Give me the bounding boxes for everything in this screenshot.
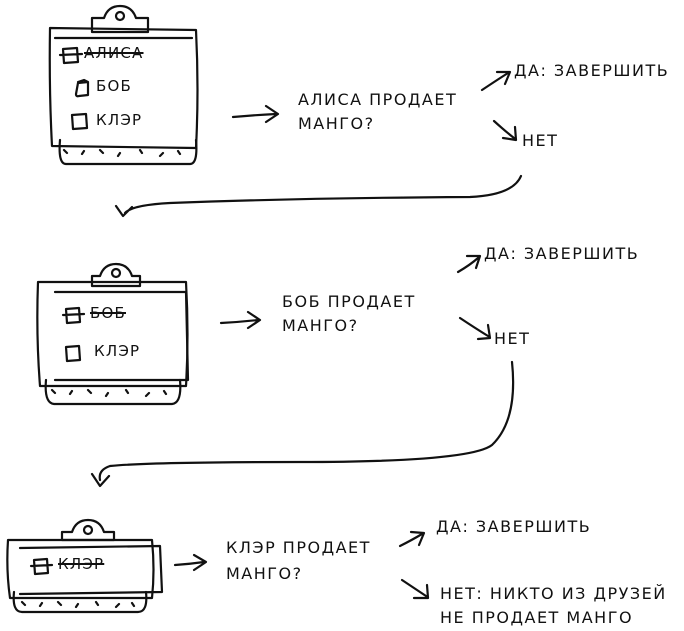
checklist-1-item-3: КЛЭР bbox=[96, 111, 143, 129]
checklist-2-item-2: КЛЭР bbox=[94, 342, 141, 360]
no-label-1: НЕТ bbox=[522, 131, 559, 150]
checkbox-1c-icon bbox=[70, 112, 89, 131]
question-2-line-1: БОБ ПРОДАЕТ bbox=[282, 292, 416, 311]
yes-label-2: ДА: ЗАВЕРШИТЬ bbox=[484, 244, 640, 263]
clipboard-1-icon bbox=[48, 4, 199, 166]
arrow-1-yes bbox=[480, 70, 512, 92]
question-3-line-1: КЛЭР ПРОДАЕТ bbox=[226, 538, 371, 557]
clipboard-2-icon bbox=[36, 262, 190, 406]
question-3-line-2: МАНГО? bbox=[226, 564, 303, 583]
arrow-1-no bbox=[492, 119, 518, 142]
checkbox-2a-icon bbox=[61, 306, 86, 325]
checkbox-1b-icon bbox=[74, 78, 90, 98]
question-1-line-2: МАНГО? bbox=[298, 114, 375, 133]
clipboard-3-icon bbox=[6, 518, 164, 614]
checklist-2-item-1: БОБ bbox=[90, 304, 126, 322]
arrow-1-to-question bbox=[231, 104, 280, 124]
yes-label-1: ДА: ЗАВЕРШИТЬ bbox=[514, 61, 670, 80]
question-1-line-1: АЛИСА ПРОДАЕТ bbox=[298, 90, 458, 109]
no-label-2: НЕТ bbox=[494, 329, 531, 348]
yes-label-3: ДА: ЗАВЕРШИТЬ bbox=[436, 517, 592, 536]
arrow-2-no bbox=[458, 316, 492, 341]
connector-2-to-3 bbox=[90, 360, 515, 488]
checkbox-3a-icon bbox=[29, 557, 54, 576]
arrow-3-to-question bbox=[173, 553, 208, 572]
arrow-3-no bbox=[400, 578, 430, 600]
connector-1-to-2 bbox=[114, 174, 523, 218]
arrow-2-yes bbox=[456, 254, 482, 274]
checkbox-1a-icon bbox=[58, 46, 84, 65]
no-label-3-line-1: НЕТ: НИКТО ИЗ ДРУЗЕЙ bbox=[440, 584, 667, 603]
checklist-1-item-1: АЛИСА bbox=[84, 44, 144, 62]
no-label-3-line-2: НЕ ПРОДАЕТ МАНГО bbox=[440, 608, 634, 627]
arrow-2-to-question bbox=[219, 310, 262, 330]
question-2-line-2: МАНГО? bbox=[282, 316, 359, 335]
checkbox-2b-icon bbox=[64, 344, 82, 363]
checklist-1-item-2: БОБ bbox=[96, 77, 132, 95]
checklist-3-item-1: КЛЭР bbox=[58, 555, 105, 573]
arrow-3-yes bbox=[398, 530, 426, 548]
